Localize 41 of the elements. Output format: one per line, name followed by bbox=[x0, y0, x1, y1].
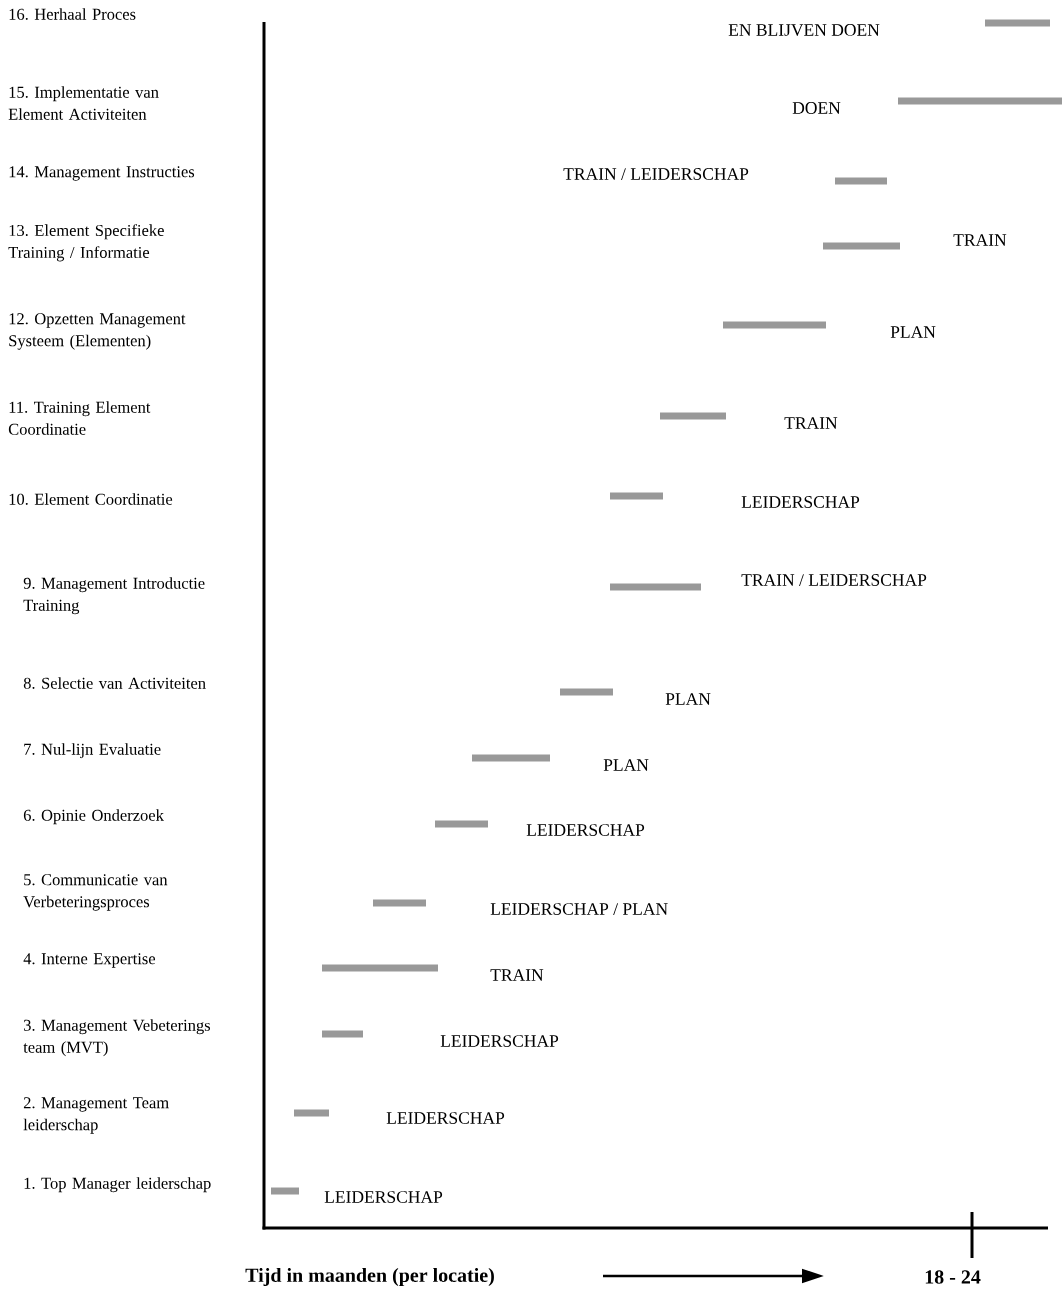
axis-title: 18 - 24 bbox=[925, 1270, 981, 1284]
activity-label: EN BLIJVEN DOEN bbox=[728, 24, 880, 36]
task-label: 16. Herhaal Proces bbox=[9, 8, 136, 20]
task-label: 3. Management Vebeterings team (MVT) bbox=[23, 1019, 210, 1057]
activity-label: PLAN bbox=[603, 759, 649, 771]
task-label: 11. Training Element Coordinatie bbox=[8, 401, 151, 435]
activity-label: LEIDERSCHAP bbox=[440, 1035, 559, 1047]
task-label: 5. Communicatie van Verbeteringsproces bbox=[23, 874, 168, 911]
task-label: 4. Interne Expertise bbox=[23, 953, 156, 968]
activity-label: LEIDERSCHAP bbox=[526, 824, 645, 836]
axis-title: Tijd in maanden (per locatie) bbox=[245, 1267, 494, 1287]
task-label: 1. Top Manager leiderschap bbox=[24, 1177, 211, 1193]
task-label: 8. Selectie van Activiteiten bbox=[23, 677, 206, 689]
task-label: 10. Element Coordinatie bbox=[9, 493, 173, 505]
activity-label: PLAN bbox=[890, 326, 936, 338]
activity-label: LEIDERSCHAP bbox=[741, 496, 860, 508]
activity-label: LEIDERSCHAP bbox=[386, 1112, 505, 1124]
task-label: 15. Implementatie van Element Activiteiten bbox=[8, 86, 159, 120]
task-label: 12. Opzetten Management Systeem (Elementen) bbox=[9, 313, 186, 350]
activity-label: DOEN bbox=[792, 102, 841, 114]
activity-label: TRAIN / LEIDERSCHAP bbox=[563, 168, 749, 180]
gantt-bar bbox=[898, 97, 1062, 105]
activity-label: TRAIN bbox=[784, 417, 838, 429]
activity-label: TRAIN / LEIDERSCHAP bbox=[741, 574, 927, 586]
activity-label: LEIDERSCHAP / PLAN bbox=[490, 903, 668, 915]
task-label: 2. Management Team leiderschap bbox=[23, 1097, 169, 1134]
task-label: 9. Management Introductie Training bbox=[23, 577, 205, 615]
gantt-bar bbox=[723, 321, 826, 329]
activity-label: PLAN bbox=[665, 693, 711, 705]
task-label: 13. Element Specifieke Training / Informatie bbox=[8, 224, 164, 262]
gantt-bar bbox=[835, 177, 887, 185]
task-label: 6. Opinie Onderzoek bbox=[23, 809, 164, 825]
task-label: 7. Nul-lijn Evaluatie bbox=[24, 743, 161, 759]
gantt-bar bbox=[322, 1030, 363, 1038]
gantt-bar bbox=[373, 899, 426, 907]
task-label: 14. Management Instructies bbox=[9, 166, 195, 181]
activity-label: LEIDERSCHAP bbox=[324, 1191, 443, 1203]
activity-label: TRAIN bbox=[953, 234, 1007, 246]
activity-label: TRAIN bbox=[490, 969, 544, 981]
gantt-bar bbox=[985, 19, 1050, 27]
gantt-bar bbox=[610, 492, 663, 500]
